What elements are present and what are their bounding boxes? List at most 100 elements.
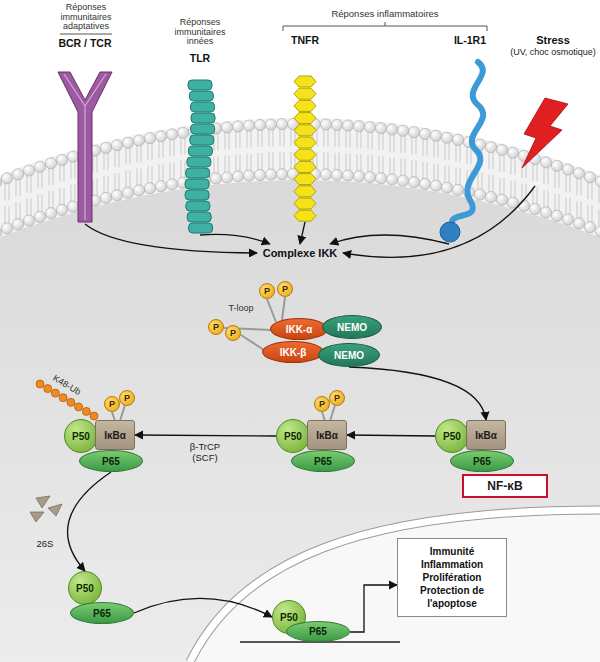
lipid-head [254, 119, 265, 130]
lipid-head [155, 181, 166, 192]
connector-arrow [134, 598, 272, 617]
connector-arrow [200, 234, 270, 244]
lipid-head [529, 203, 540, 214]
tnfr-segment [294, 186, 316, 197]
lipid-tail [390, 129, 394, 179]
phospho-stalks [112, 297, 335, 421]
lipid-tail [137, 140, 141, 190]
node-text: NEMO [334, 350, 364, 361]
lipid-tail [225, 127, 229, 177]
lipid-head [485, 192, 496, 203]
tnfr-segment [294, 100, 316, 111]
lipid-head [584, 172, 595, 183]
lipid-tail [71, 157, 75, 207]
nuclear-envelope [190, 510, 600, 662]
receptor: TLR [170, 52, 230, 235]
edge-label: β-TrCP (SCF) [180, 442, 230, 464]
node-text: P [213, 323, 219, 332]
ubiquitin [67, 398, 75, 406]
tnfr-segment [294, 76, 316, 87]
tnfr-segment [294, 137, 316, 148]
lipid-head [67, 201, 78, 212]
lipid-head [155, 131, 166, 142]
lipid-tail [423, 134, 427, 184]
lipid-head [45, 158, 56, 169]
lipid-head [474, 189, 485, 200]
lipid-tail [544, 162, 548, 212]
lipid-tail [5, 178, 9, 228]
node-text: P50 [76, 583, 94, 594]
lipid-head [584, 222, 595, 233]
node-text: Protection de l'apoptose [403, 584, 501, 610]
lipid-tail [511, 153, 515, 203]
nucleus [190, 510, 600, 662]
node-text: IKK-β [280, 347, 307, 358]
lipid-tail [599, 181, 600, 231]
lipid-head [518, 200, 529, 211]
lipid-head [56, 204, 67, 215]
annotation-label: K48-Ub [42, 367, 91, 403]
il1r1-receptor [452, 62, 483, 222]
p65-oval: P65 [450, 450, 514, 472]
nucleus-body [190, 510, 600, 662]
lipid-head [331, 169, 342, 180]
connector-arrow [135, 435, 276, 436]
node-text: TLR [190, 52, 210, 64]
connector-arrow [349, 367, 486, 420]
lipid-tail [49, 163, 53, 213]
lipid-head [595, 176, 600, 187]
divider-line [60, 34, 112, 35]
il1r1-ball [440, 222, 460, 242]
ubiquitin [90, 412, 98, 420]
node-text: P65 [309, 626, 327, 637]
p50-circle: P50 [435, 419, 469, 453]
lipid-head [133, 135, 144, 146]
node-text: Immunité [430, 545, 474, 558]
edge-label: 26S [30, 539, 60, 550]
node-text: (UV, choc osmotique) [510, 47, 596, 57]
connector-arrow [347, 435, 435, 436]
phospho-circle: P [314, 396, 330, 412]
node-text: P [264, 287, 270, 296]
cytoplasm [0, 180, 600, 662]
lipid-head [573, 218, 584, 229]
lipid-head [56, 154, 67, 165]
lipid-head [23, 165, 34, 176]
tlr-segment [189, 91, 213, 101]
output-box: ImmunitéInflammationProliférationProtect… [397, 538, 507, 617]
ikb-box: IκBα [95, 420, 135, 450]
lipid-head [144, 183, 155, 194]
lipid-tail [181, 133, 185, 183]
tlr-segment [189, 223, 213, 233]
node-text: P65 [473, 456, 491, 467]
lipid-head [34, 211, 45, 222]
node-text: IκBα [104, 430, 126, 441]
lipid-head [23, 215, 34, 226]
phospho-circle: P [208, 319, 224, 335]
lipid-head [166, 179, 177, 190]
lipid-head [12, 169, 23, 180]
phospho-circle: P [104, 396, 120, 412]
lipid-head [100, 142, 111, 153]
node-text: IκBα [316, 430, 338, 441]
node-text: BCR / TCR [58, 37, 111, 49]
lipid-head [419, 128, 430, 139]
lipid-head [100, 192, 111, 203]
lipid-head [452, 184, 463, 195]
lipid-head [276, 119, 287, 130]
proteasome-fragments [30, 496, 62, 522]
lipid-tail [555, 166, 559, 216]
lipid-head [331, 119, 342, 130]
nemo-oval: NEMO [318, 343, 380, 367]
complex-label: Complexe IKK [257, 244, 343, 262]
connector-arrow [330, 235, 449, 244]
lipid-head [441, 132, 452, 143]
phospho-circle: P [119, 390, 135, 406]
fragment [48, 504, 62, 516]
lipid-head [177, 127, 188, 138]
lipid-head [111, 140, 122, 151]
ubiquitin [82, 407, 90, 415]
node-text: P [124, 394, 130, 403]
phospho-circle: P [259, 283, 275, 299]
tlr-segment [190, 135, 214, 145]
